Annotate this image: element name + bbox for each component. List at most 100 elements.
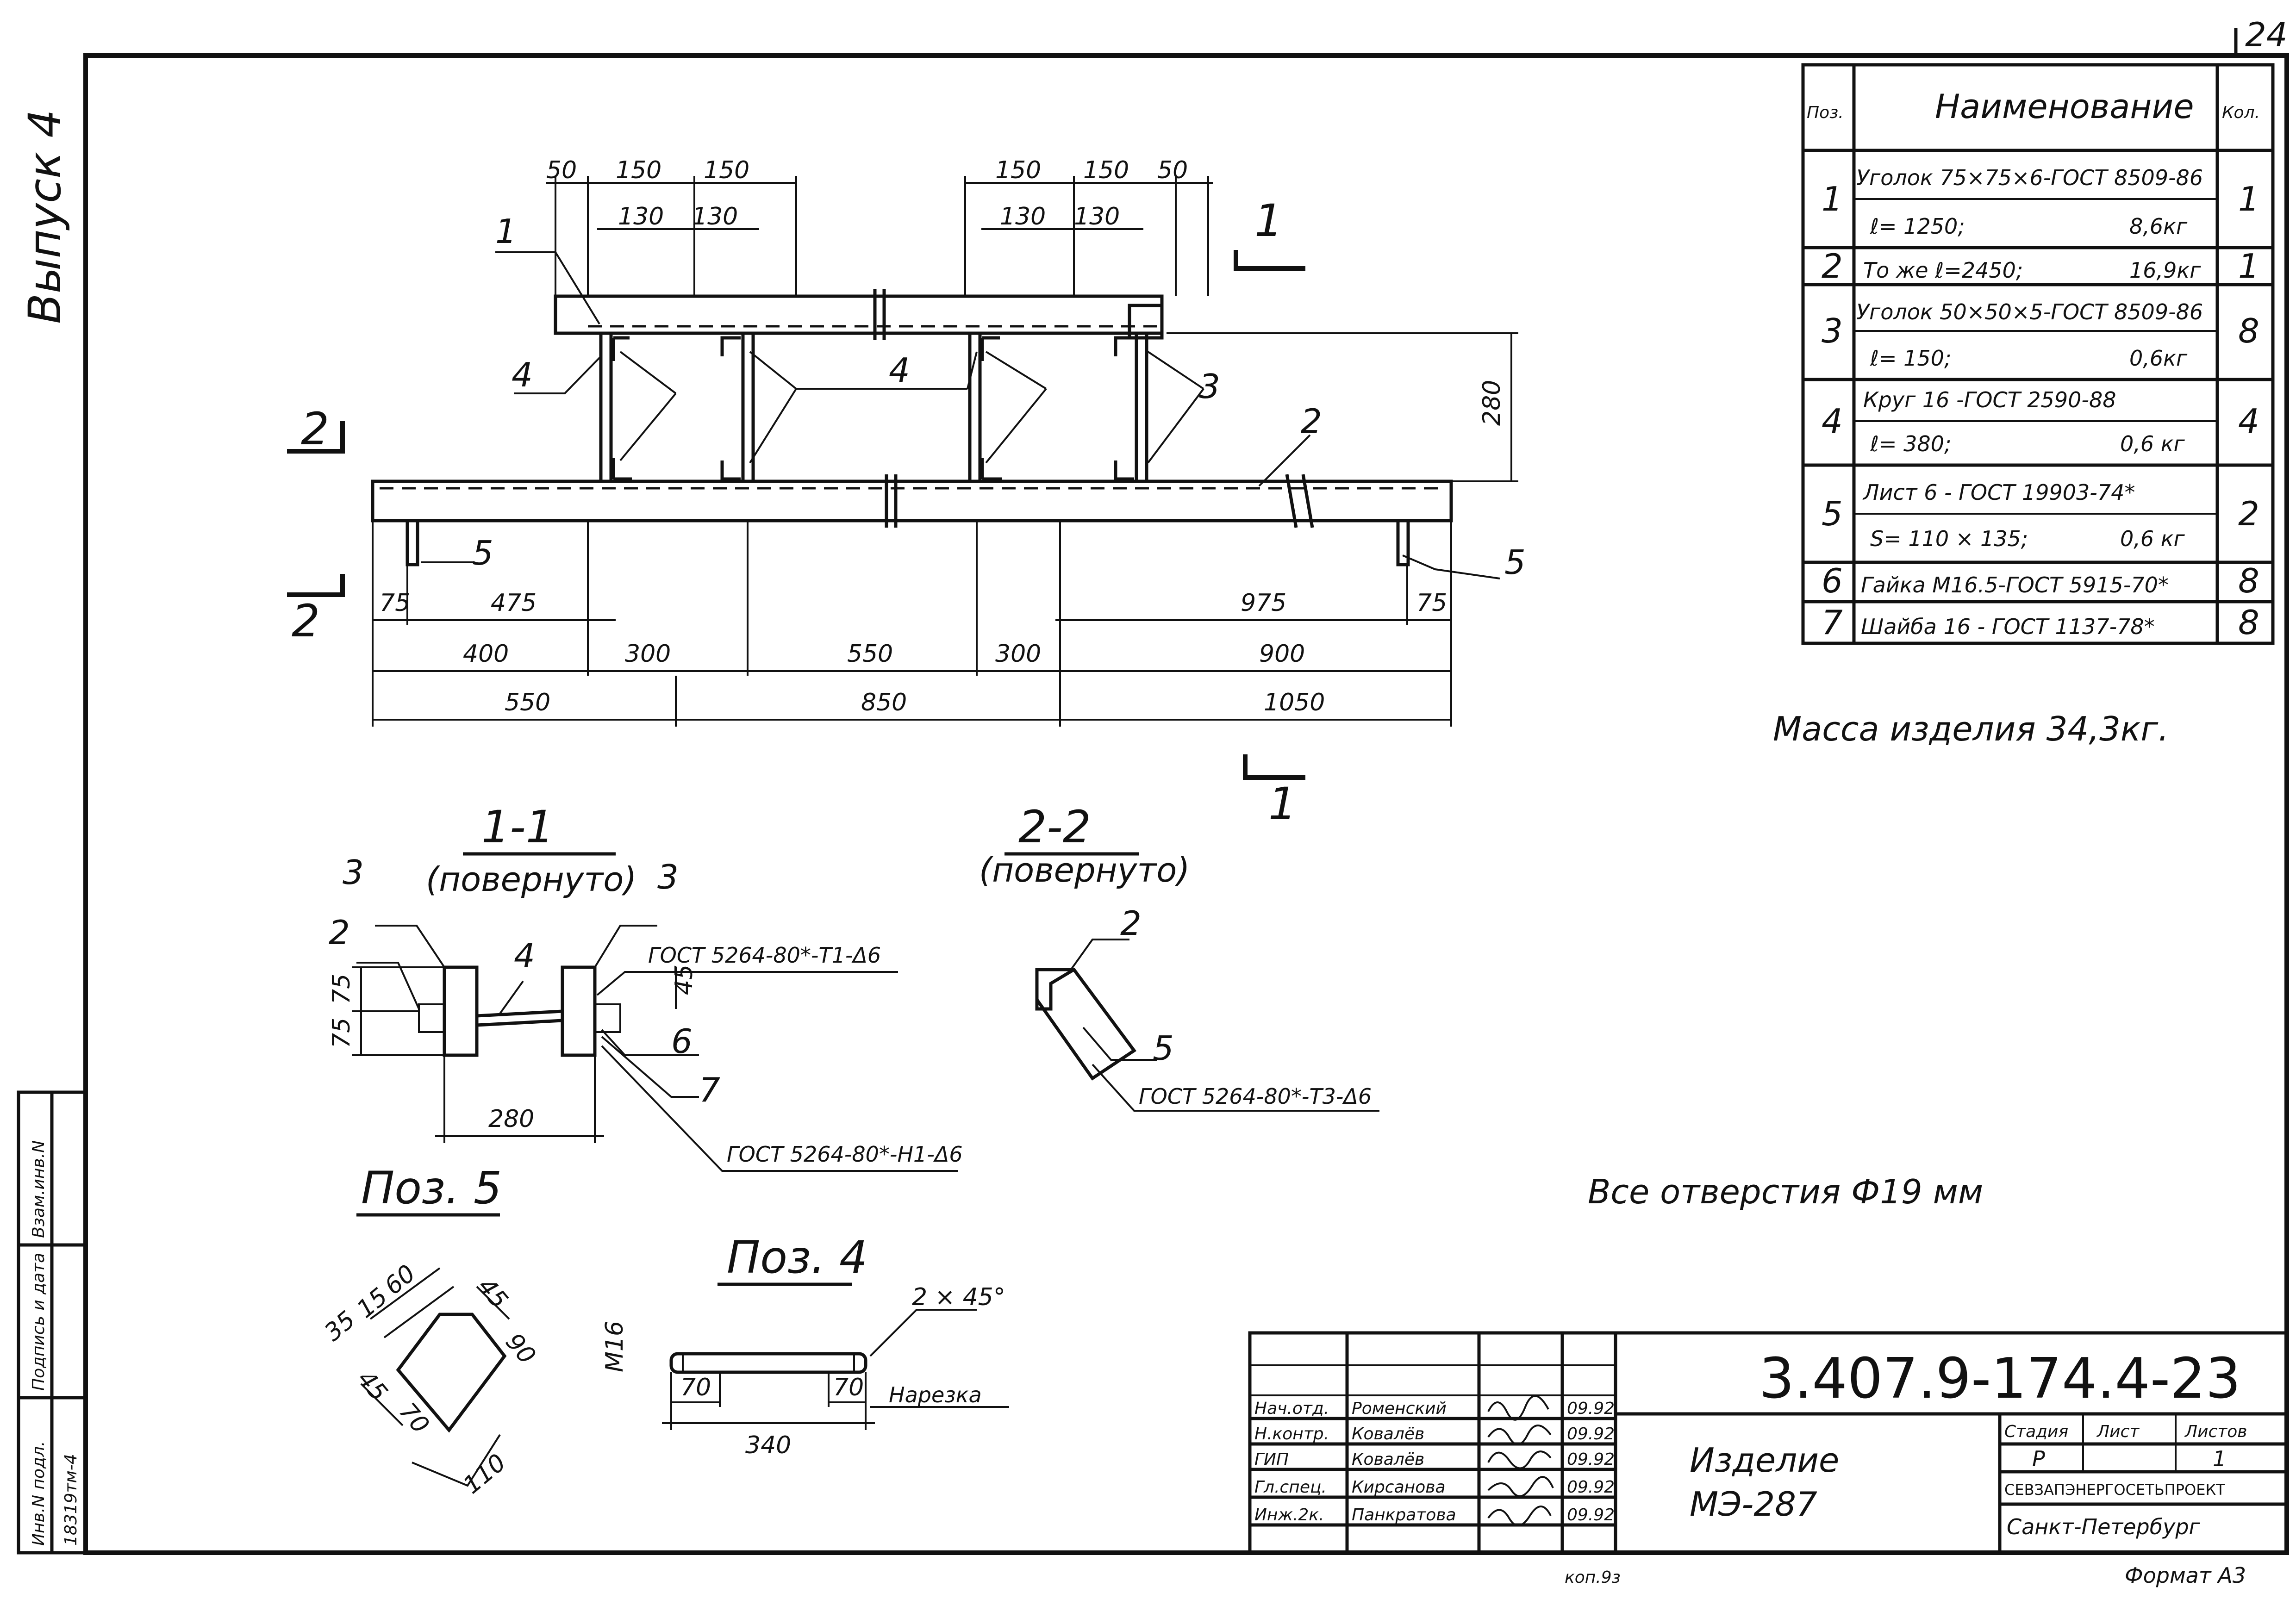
- product-code: МЭ-287: [1690, 1485, 1817, 1524]
- dim-top: 150: [704, 156, 749, 184]
- dim-bottom-1: 475: [491, 589, 537, 617]
- main-callout: 5: [472, 534, 493, 572]
- dim-bottom-3: 850: [861, 689, 907, 716]
- dim-inner: 130: [1000, 203, 1046, 230]
- s11-callout: 7: [699, 1070, 720, 1109]
- section-2-2-subtitle: (повернуто): [979, 851, 1190, 890]
- copy-mark: коп.9з: [1565, 1568, 1621, 1587]
- dim-top: 50: [546, 156, 577, 184]
- product-label: Изделие: [1690, 1441, 1839, 1480]
- spec-qty: 1: [2238, 180, 2259, 218]
- spec-qty: 2: [2238, 494, 2259, 533]
- spec-name: Шайба 16 - ГОСТ 1137-78*: [1861, 614, 2155, 639]
- org-name: СЕВЗАПЭНЕРГОСЕТЬПРОЕКТ: [2004, 1481, 2225, 1499]
- main-callout: 5: [1504, 543, 1526, 582]
- staff-name: Панкратова: [1352, 1506, 1456, 1524]
- doc-code: 3.407.9-174.4-23: [1759, 1347, 2241, 1411]
- staff-role: Нач.отд.: [1254, 1399, 1329, 1418]
- staff-name: Кирсанова: [1352, 1478, 1446, 1497]
- main-view: 1 4 4 3 2 5 5 1 1 2 2 50 150 150 150 150…: [287, 156, 1526, 830]
- spec-mass: 16,9кг: [2129, 258, 2201, 283]
- section-1-1-title: 1-1: [481, 801, 554, 853]
- dim-height: 280: [1478, 380, 1506, 426]
- dim-bottom-3: 550: [505, 689, 550, 716]
- section-mark: 2: [301, 403, 329, 455]
- dim-top: 150: [616, 156, 661, 184]
- section-1-1-subtitle: (повернуто): [426, 860, 636, 899]
- s22-callout: 2: [1120, 904, 1142, 943]
- s11-callout: 3: [343, 853, 364, 892]
- staff-name: Ковалёв: [1352, 1425, 1424, 1444]
- pos4-dim: 340: [745, 1431, 791, 1459]
- dim-bottom-2: 300: [625, 640, 671, 668]
- spec-mass: 0,6 кг: [2120, 431, 2185, 456]
- section-mark: 1: [1254, 195, 1283, 247]
- dim-top: 150: [1083, 156, 1129, 184]
- dim-bottom-1: 975: [1241, 589, 1286, 617]
- side-box-replace: Взам.инв.N: [29, 1140, 48, 1238]
- side-box-inv-value: 18319тм-4: [62, 1454, 81, 1546]
- sheet-frame: [83, 53, 2289, 1555]
- pos5-dim: 45: [352, 1365, 393, 1406]
- spec-length: S= 110 × 135;: [1870, 526, 2028, 551]
- s11-dim: 75: [328, 974, 356, 1004]
- spec-mass: 0,6кг: [2129, 346, 2188, 371]
- spec-name: Круг 16 -ГОСТ 2590-88: [1863, 387, 2116, 412]
- staff-date: 09.92: [1567, 1425, 1615, 1444]
- sheets-value: 1: [2213, 1446, 2226, 1471]
- spec-qty: 8: [2238, 603, 2259, 642]
- pos5-detail: Поз. 5 35 15 60 45 90 45 70 110: [319, 1162, 541, 1500]
- staff-date: 09.92: [1567, 1478, 1615, 1497]
- s22-callout: 5: [1153, 1029, 1174, 1068]
- signature: [1487, 1506, 1552, 1527]
- pos4-dim: 70: [680, 1374, 711, 1401]
- pos4-dim: 70: [833, 1374, 864, 1401]
- dim-bottom-3: 1050: [1264, 689, 1325, 716]
- staff-date: 09.92: [1567, 1506, 1615, 1524]
- s11-dim: 75: [328, 1018, 356, 1048]
- s11-callout: 3: [657, 858, 679, 896]
- s22-weld: ГОСТ 5264-80*-Т3-Δ6: [1139, 1084, 1372, 1109]
- spec-qty: 8: [2238, 561, 2259, 600]
- dim-bottom-2: 400: [463, 640, 509, 668]
- spec-qty: 1: [2238, 247, 2259, 286]
- pos4-detail: Поз. 4 М16 70 70 340 2 × 45° Нарезка: [601, 1232, 1009, 1459]
- dim-inner: 130: [618, 203, 664, 230]
- city-name: Санкт-Петербург: [2007, 1514, 2201, 1539]
- section-mark: 2: [292, 595, 320, 647]
- s11-dim: 45: [670, 964, 698, 995]
- spec-table: Поз. Наименование Кол. 1 Уголок 75×75×6-…: [1801, 63, 2275, 645]
- pos5-dim: 35: [319, 1306, 361, 1346]
- pos5-title: Поз. 5: [361, 1162, 502, 1214]
- spec-pos: 5: [1822, 494, 1843, 533]
- staff-role: Н.контр.: [1254, 1425, 1329, 1444]
- spec-header-qty: Кол.: [2222, 103, 2260, 122]
- side-issue-label: Выпуск 4: [19, 109, 71, 324]
- pos5-dim: 90: [500, 1328, 541, 1369]
- dim-inner: 130: [1074, 203, 1120, 230]
- main-callout: 2: [1301, 402, 1322, 441]
- main-callout: 4: [889, 351, 910, 390]
- section-1-1: 1-1 (повернуто) 3 3 2 4 6 7 75 75 45 280: [328, 801, 963, 1172]
- staff-name: Роменский: [1352, 1399, 1447, 1418]
- mass-note: Масса изделия 34,3кг.: [1773, 709, 2169, 748]
- spec-name: То же ℓ=2450;: [1863, 258, 2023, 283]
- spec-qty: 4: [2238, 402, 2259, 441]
- pos5-dim: 15: [352, 1282, 393, 1323]
- pos4-chamfer: 2 × 45°: [912, 1283, 1005, 1311]
- spec-header-pos: Поз.: [1807, 103, 1844, 122]
- spec-pos: 1: [1822, 180, 1843, 218]
- spec-length: ℓ= 1250;: [1870, 214, 1965, 239]
- pos4-title: Поз. 4: [727, 1232, 867, 1283]
- spec-qty: 8: [2238, 311, 2259, 350]
- section-2-2-title: 2-2: [1018, 801, 1091, 853]
- spec-pos: 2: [1822, 247, 1843, 286]
- pos4-dim: М16: [601, 1321, 629, 1372]
- main-callout: 4: [512, 355, 533, 394]
- staff-role: Инж.2к.: [1254, 1506, 1324, 1524]
- stage-value: Р: [2032, 1446, 2045, 1471]
- staff-date: 09.92: [1567, 1450, 1615, 1469]
- signature: [1487, 1476, 1554, 1497]
- staff-role: Гл.спец.: [1254, 1478, 1327, 1497]
- spec-pos: 3: [1822, 311, 1843, 350]
